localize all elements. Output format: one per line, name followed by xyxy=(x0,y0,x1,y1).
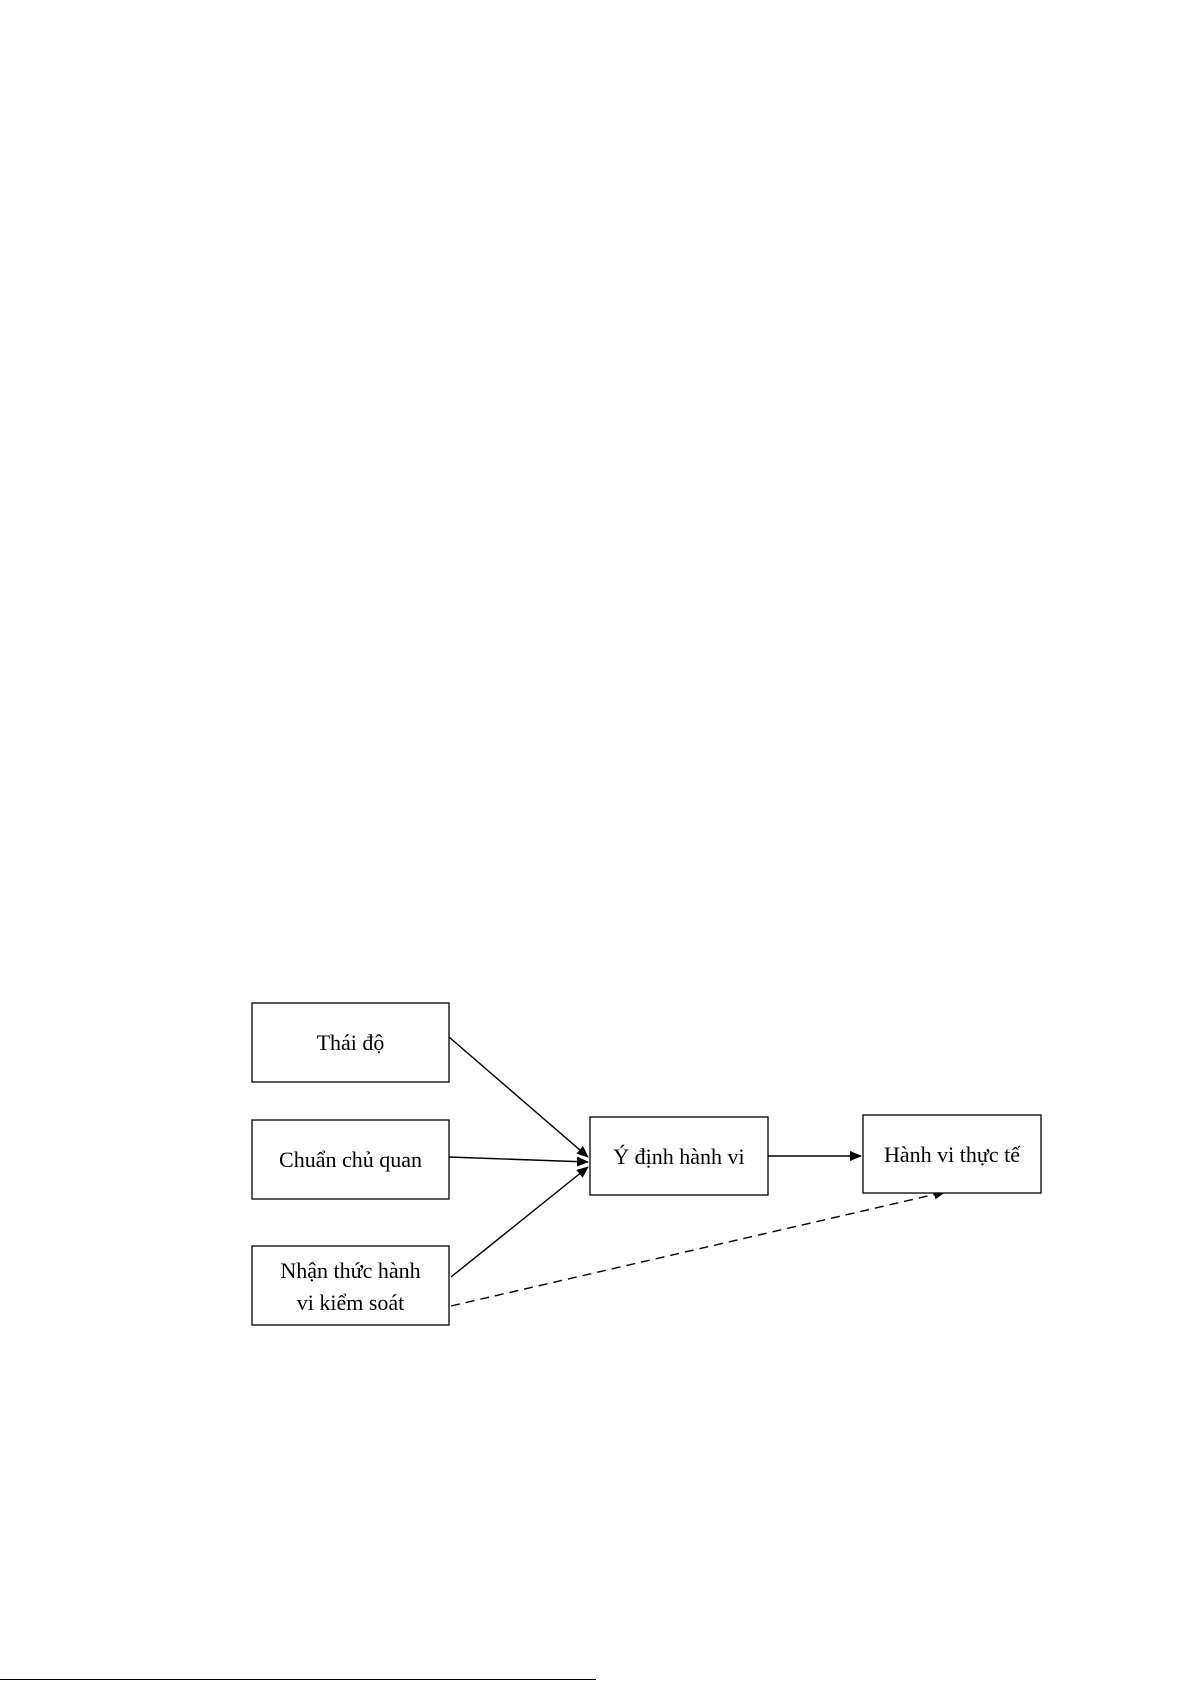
edge-nhan-thuc-to-hanh-vi-dashed xyxy=(451,1192,945,1306)
node-label-line-1: Nhận thức hành xyxy=(280,1258,420,1283)
node-label-line-2: vi kiểm soát xyxy=(297,1290,405,1315)
node-label: Thái độ xyxy=(317,1030,385,1055)
edge-chuan-chu-quan-to-y-dinh xyxy=(449,1157,588,1162)
node-thai-do: Thái độ xyxy=(252,1003,449,1082)
node-y-dinh-hanh-vi: Ý định hành vi xyxy=(590,1117,768,1195)
node-nhan-thuc-hanh-vi-kiem-soat: Nhận thức hành vi kiểm soát xyxy=(252,1246,449,1325)
node-hanh-vi-thuc-te: Hành vi thực tế xyxy=(863,1115,1041,1193)
node-label: Hành vi thực tế xyxy=(884,1142,1021,1167)
footnote-separator xyxy=(0,1679,596,1680)
node-chuan-chu-quan: Chuẩn chủ quan xyxy=(252,1120,449,1199)
node-label: Chuẩn chủ quan xyxy=(279,1147,422,1172)
edge-thai-do-to-y-dinh xyxy=(449,1037,588,1157)
edge-nhan-thuc-to-y-dinh xyxy=(451,1167,588,1277)
node-label: Ý định hành vi xyxy=(613,1144,744,1169)
